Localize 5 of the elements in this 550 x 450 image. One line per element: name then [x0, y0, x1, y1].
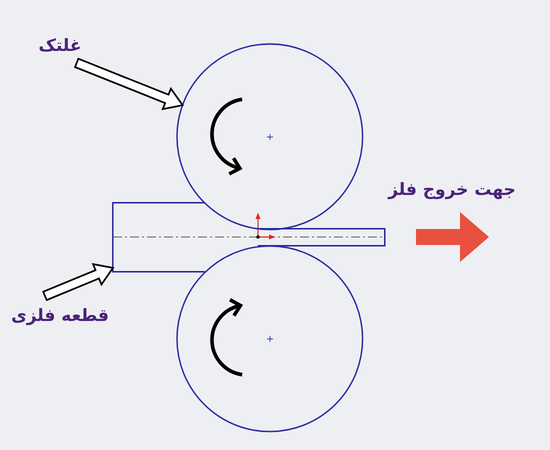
label: غلتک	[38, 36, 82, 56]
label: جهت خروج فلز	[388, 180, 516, 200]
leader-arrow	[74, 58, 184, 110]
leader-arrow	[42, 263, 114, 302]
label: قطعه فلزی	[11, 306, 109, 326]
